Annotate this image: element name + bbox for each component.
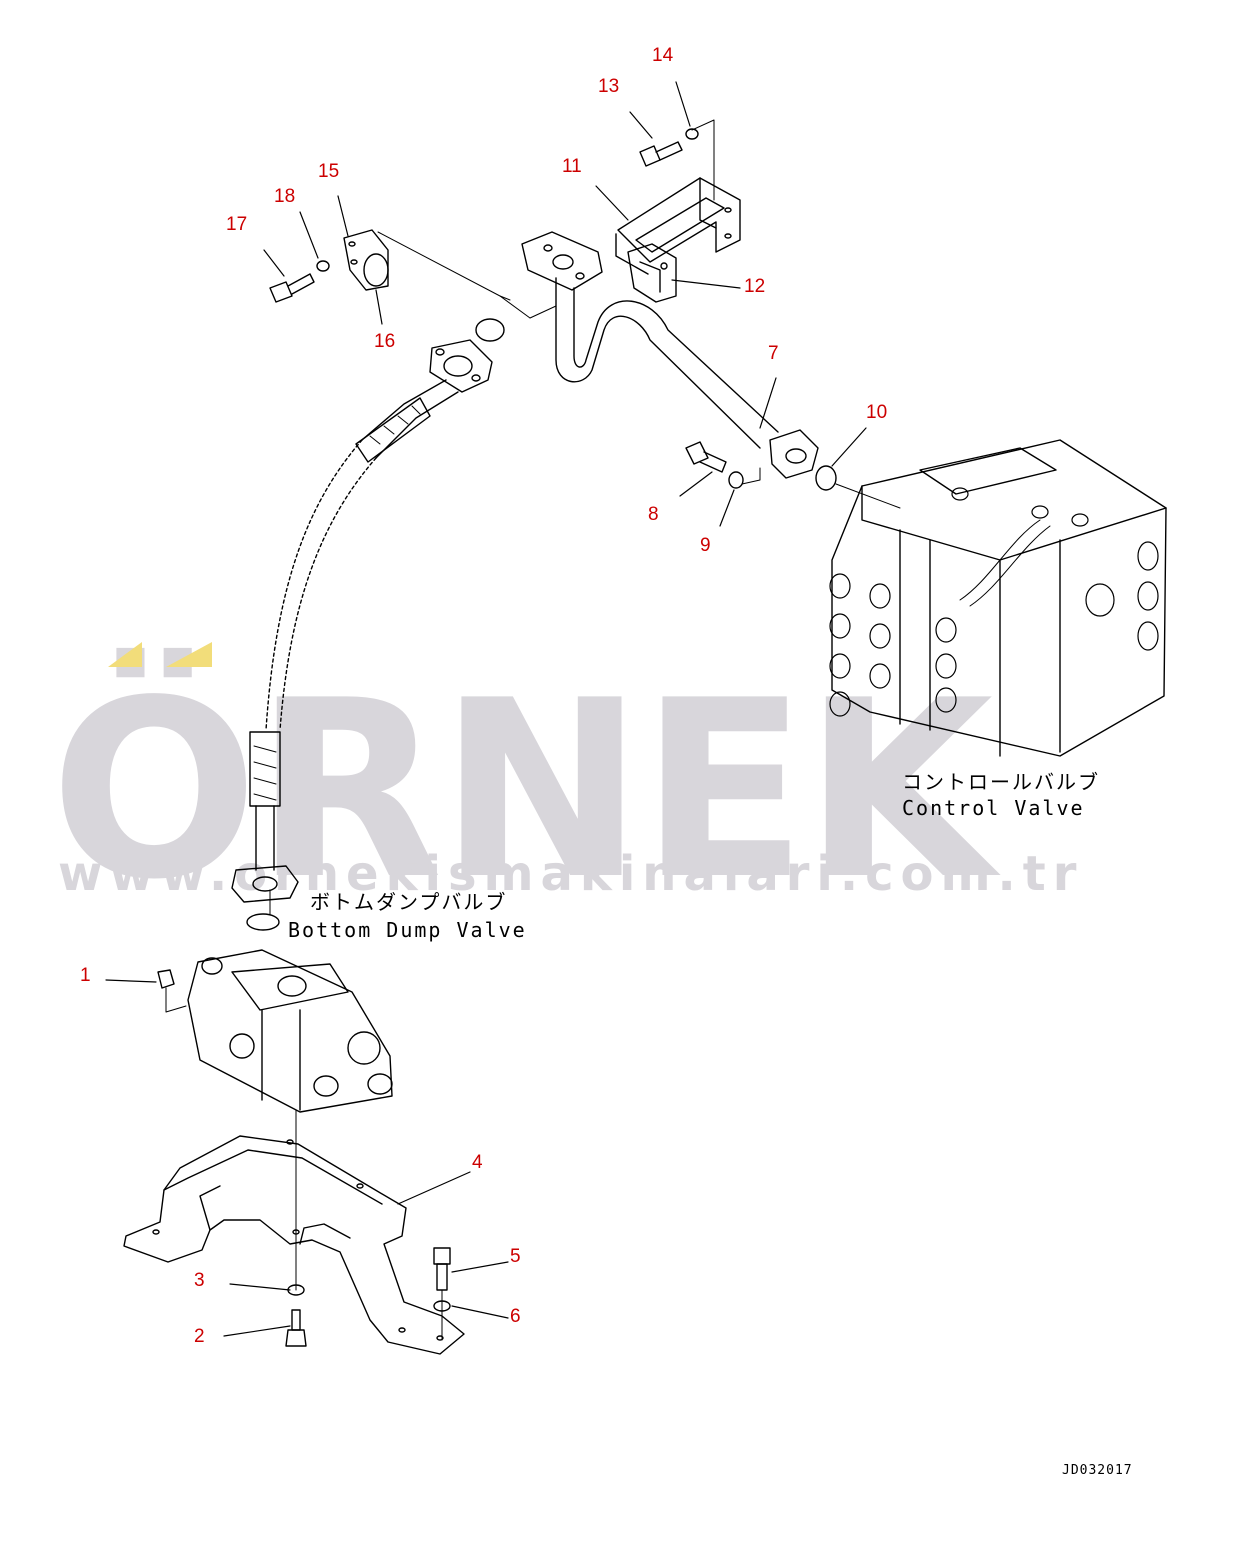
bolt-part-5 <box>433 1247 451 1291</box>
bottom-dump-valve-label-jp: ボトムダンプバルブ <box>310 890 508 914</box>
callout-9: 9 <box>700 535 711 556</box>
callout-13: 13 <box>598 76 620 97</box>
control-valve-label-jp: コントロールバルブ <box>902 770 1100 794</box>
bottom-dump-valve <box>157 949 393 1113</box>
callout-10: 10 <box>866 402 888 423</box>
callout-17: 17 <box>226 214 248 235</box>
callout-7: 7 <box>768 343 779 364</box>
washer-part-14 <box>685 128 699 140</box>
callout-2: 2 <box>194 1326 205 1347</box>
callout-4: 4 <box>472 1152 483 1173</box>
bolt-part-13 <box>639 141 683 167</box>
hose-assembly <box>231 318 505 931</box>
bolt-part-17 <box>269 273 315 303</box>
bracket-part-4 <box>123 1135 465 1355</box>
washer-part-9 <box>728 471 744 489</box>
drawing-code: JD032017 <box>1062 1463 1133 1478</box>
bracket-part-11 <box>615 177 741 303</box>
clamp-part-15-16 <box>343 229 389 291</box>
callout-8: 8 <box>648 504 659 525</box>
callout-5: 5 <box>510 1246 521 1267</box>
callout-3: 3 <box>194 1270 205 1291</box>
callout-16: 16 <box>374 331 396 352</box>
callout-leaders <box>105 81 867 1337</box>
callout-12: 12 <box>744 276 766 297</box>
callout-6: 6 <box>510 1306 521 1327</box>
watermark-accent-marks <box>108 642 212 667</box>
watermark-url: www.ornekismakinalari.com.tr <box>58 846 1084 902</box>
assembly-lines <box>165 119 901 1341</box>
callout-1: 1 <box>80 965 91 986</box>
callout-18: 18 <box>274 186 296 207</box>
callout-15: 15 <box>318 161 340 182</box>
washer-part-18 <box>316 260 330 272</box>
callout-11: 11 <box>562 156 582 177</box>
oring-part-10 <box>815 465 837 491</box>
control-valve-label-en: Control Valve <box>902 796 1085 820</box>
bolt-part-2 <box>285 1309 307 1347</box>
watermark-brand: ÖRNEK <box>50 648 993 933</box>
bolt-part-8 <box>685 441 727 473</box>
callout-14: 14 <box>652 45 674 66</box>
bottom-dump-valve-label-en: Bottom Dump Valve <box>288 918 527 942</box>
pipe-part-7 <box>521 231 819 479</box>
control-valve <box>829 439 1167 757</box>
